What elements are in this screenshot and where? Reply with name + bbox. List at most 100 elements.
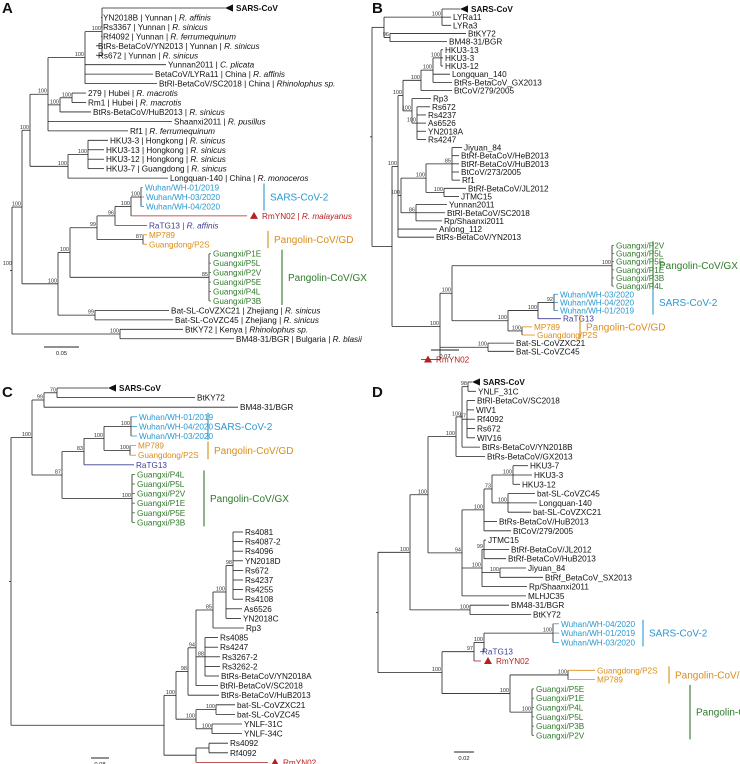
tip-name: Rs4237 xyxy=(245,576,274,585)
tip-name: Rs4247 xyxy=(220,643,249,652)
bootstrap-value: 99 xyxy=(90,222,96,228)
tip-label: BtRs-BetaCoV/HuB2013 xyxy=(221,691,311,700)
bootstrap-value: 100 xyxy=(202,723,211,729)
tip-name: SARS-CoV xyxy=(471,5,513,14)
tip-label: RmYN02 | R. malayanus xyxy=(250,211,352,221)
tip-label: Rp/Shaanxi2011 xyxy=(444,217,504,226)
bootstrap-value: 100 xyxy=(393,90,402,96)
tip-name: RmYN02 xyxy=(283,758,317,764)
tip-name: BtRl-BetaCoV/SC2018 xyxy=(220,682,303,691)
tip-name: WIV1 xyxy=(476,406,496,415)
tip-label: HKU3-3 xyxy=(534,471,564,480)
tip-label: Bat-SL-CoVZC45 | Zhejiang | R. sinicus xyxy=(175,316,319,325)
tip-label: BtRl-BetaCoV/SC2018 xyxy=(447,209,530,218)
tip-label: Rs3267-2 xyxy=(222,653,258,662)
tip-name: Rm1 | Hubei | R. macrotis xyxy=(88,99,181,108)
tip-name: Guangxi/P5L xyxy=(213,259,261,268)
tip-name: Guangxi/P5L xyxy=(536,713,584,722)
tip-name: Jiyuan_84 xyxy=(528,564,566,573)
tip-name: Rs4247 xyxy=(428,135,457,144)
tip-name: BtRs-BetaCoV/HuB2013 xyxy=(221,691,311,700)
bootstrap-value: 100 xyxy=(391,190,400,196)
tip-label: YN2018C xyxy=(243,614,279,623)
tip-name: Guangxi/P4L xyxy=(536,704,584,713)
tip-label: HKU3-12 xyxy=(522,480,556,489)
tip-name: Bat-SL-CoVZC45 xyxy=(516,347,580,356)
tip-name: Wuhan/WH-03/2020 xyxy=(139,432,213,441)
tip-name: Guangxi/P3B xyxy=(137,518,186,527)
tip-label: Wuhan/WH-01/2019 xyxy=(139,413,213,422)
tip-name: SARS-CoV xyxy=(483,378,525,387)
bootstrap-value: 100 xyxy=(94,433,103,439)
bootstrap-value: 100 xyxy=(472,563,481,569)
tip-label: MP789 xyxy=(534,323,560,332)
collapsed-clade-marker xyxy=(108,384,116,392)
bootstrap-value: 73 xyxy=(485,483,491,489)
tip-label: RaTG13 xyxy=(136,461,167,470)
bootstrap-value: 100 xyxy=(400,547,409,553)
tip-name: BtRf_BetaCoV_SX2013 xyxy=(545,573,632,582)
tip-label: BetaCoV/LYRa11 | China | R. affinis xyxy=(155,70,285,79)
tip-name: HKU3-12 | Hongkong | R. sinicus xyxy=(106,155,226,164)
tip-label: BtRs-BetaCoV/YN2018B xyxy=(482,443,573,452)
tip-name: Guangxi/P2V xyxy=(137,490,186,499)
tip-label: Wuhan/WH-01/2019 xyxy=(145,184,219,193)
bootstrap-value: 83 xyxy=(77,446,83,452)
clade-label: SARS-CoV-2 xyxy=(659,298,718,309)
tip-label: YNLF_31C xyxy=(478,387,519,396)
bootstrap-value: 85 xyxy=(202,272,208,278)
tip-name: Rs672 xyxy=(245,566,269,575)
tip-name: Wuhan/WH-01/2019 xyxy=(560,307,634,316)
clade-label: Pangolin-CoV/GX xyxy=(659,261,738,272)
tip-name: Guangxi/P2V xyxy=(616,241,665,250)
tip-name: Guangxi/P2V xyxy=(213,269,262,278)
tip-name: Wuhan/WH-01/2019 xyxy=(139,413,213,422)
bootstrap-value: 100 xyxy=(512,325,521,331)
tip-name: Rp/Shaanxi2011 xyxy=(444,217,504,226)
tip-name: Guangxi/P4L xyxy=(137,470,185,479)
tip-name: MP789 xyxy=(149,231,175,240)
tip-name: Guangdong/P2S xyxy=(149,240,210,249)
tip-label: Guangxi/P5E xyxy=(137,509,186,518)
tip-label: BtCoV/273/2005 xyxy=(461,168,522,177)
tip-label: YNLF-31C xyxy=(244,720,283,729)
tip-label: RaTG13 xyxy=(563,315,594,324)
bootstrap-value: 98 xyxy=(181,666,187,672)
tip-name: BtRf-BetaCoV/HuB2013 xyxy=(461,160,549,169)
tip-name: HKU3-7 | Guangdong | R. sinicus xyxy=(106,165,227,174)
bootstrap-value: 100 xyxy=(490,567,499,573)
tip-name: Rf4092 xyxy=(230,749,257,758)
tip-name: Rf1 xyxy=(462,176,475,185)
tip-label: HKU3-3 xyxy=(445,54,475,63)
tip-label: Rs672 | Yunnan | R. sinicus xyxy=(98,51,198,60)
bootstrap-value: 92 xyxy=(547,297,553,303)
tip-label: Rf4092 xyxy=(477,415,504,424)
clade-label: Pangolin-CoV/GD xyxy=(274,235,353,246)
highlight-triangle-icon xyxy=(271,758,279,764)
tip-label: Jiyuan_84 xyxy=(464,144,502,153)
tip-name: BtCoV/273/2005 xyxy=(461,168,522,177)
clade-label: SARS-CoV-2 xyxy=(649,629,708,640)
tip-label: Jiyuan_84 xyxy=(528,564,566,573)
clade-label: Pangolin-CoV/GD xyxy=(214,446,293,457)
tip-label: YN2018B | Yunnan | R. affinis xyxy=(103,13,211,22)
tip-name: HKU3-12 xyxy=(445,62,479,71)
bootstrap-value: 100 xyxy=(423,65,432,71)
bootstrap-value: 100 xyxy=(122,493,131,499)
tip-label: BtRs-BetaCoV/HuB2013 xyxy=(499,518,589,527)
clade-label: Pangolin-CoV/GD xyxy=(675,670,740,681)
tip-label: 279 | Hubei | R. macrotis xyxy=(88,89,178,98)
tip-name: HKU3-13 xyxy=(445,46,479,55)
tip-name: Rp3 xyxy=(433,95,448,104)
tip-label: SARS-CoV xyxy=(460,5,513,14)
tip-name: HKU3-3 xyxy=(534,471,564,480)
tip-name: YNLF-31C xyxy=(244,720,283,729)
tip-label: Longquan-140 | China | R. monoceros xyxy=(170,174,309,183)
tip-name: BtRs-BetaCoV/HuB2013 xyxy=(499,518,589,527)
tip-name: BtRf-BetaCoV/JL2012 xyxy=(468,184,549,193)
tip-name: BtRs-BetaCoV/YN2013 xyxy=(436,233,522,242)
tip-label: Rs4096 xyxy=(245,547,274,556)
tip-label: BtKY72 xyxy=(197,394,225,403)
tip-name: RmYN02 xyxy=(496,657,530,666)
